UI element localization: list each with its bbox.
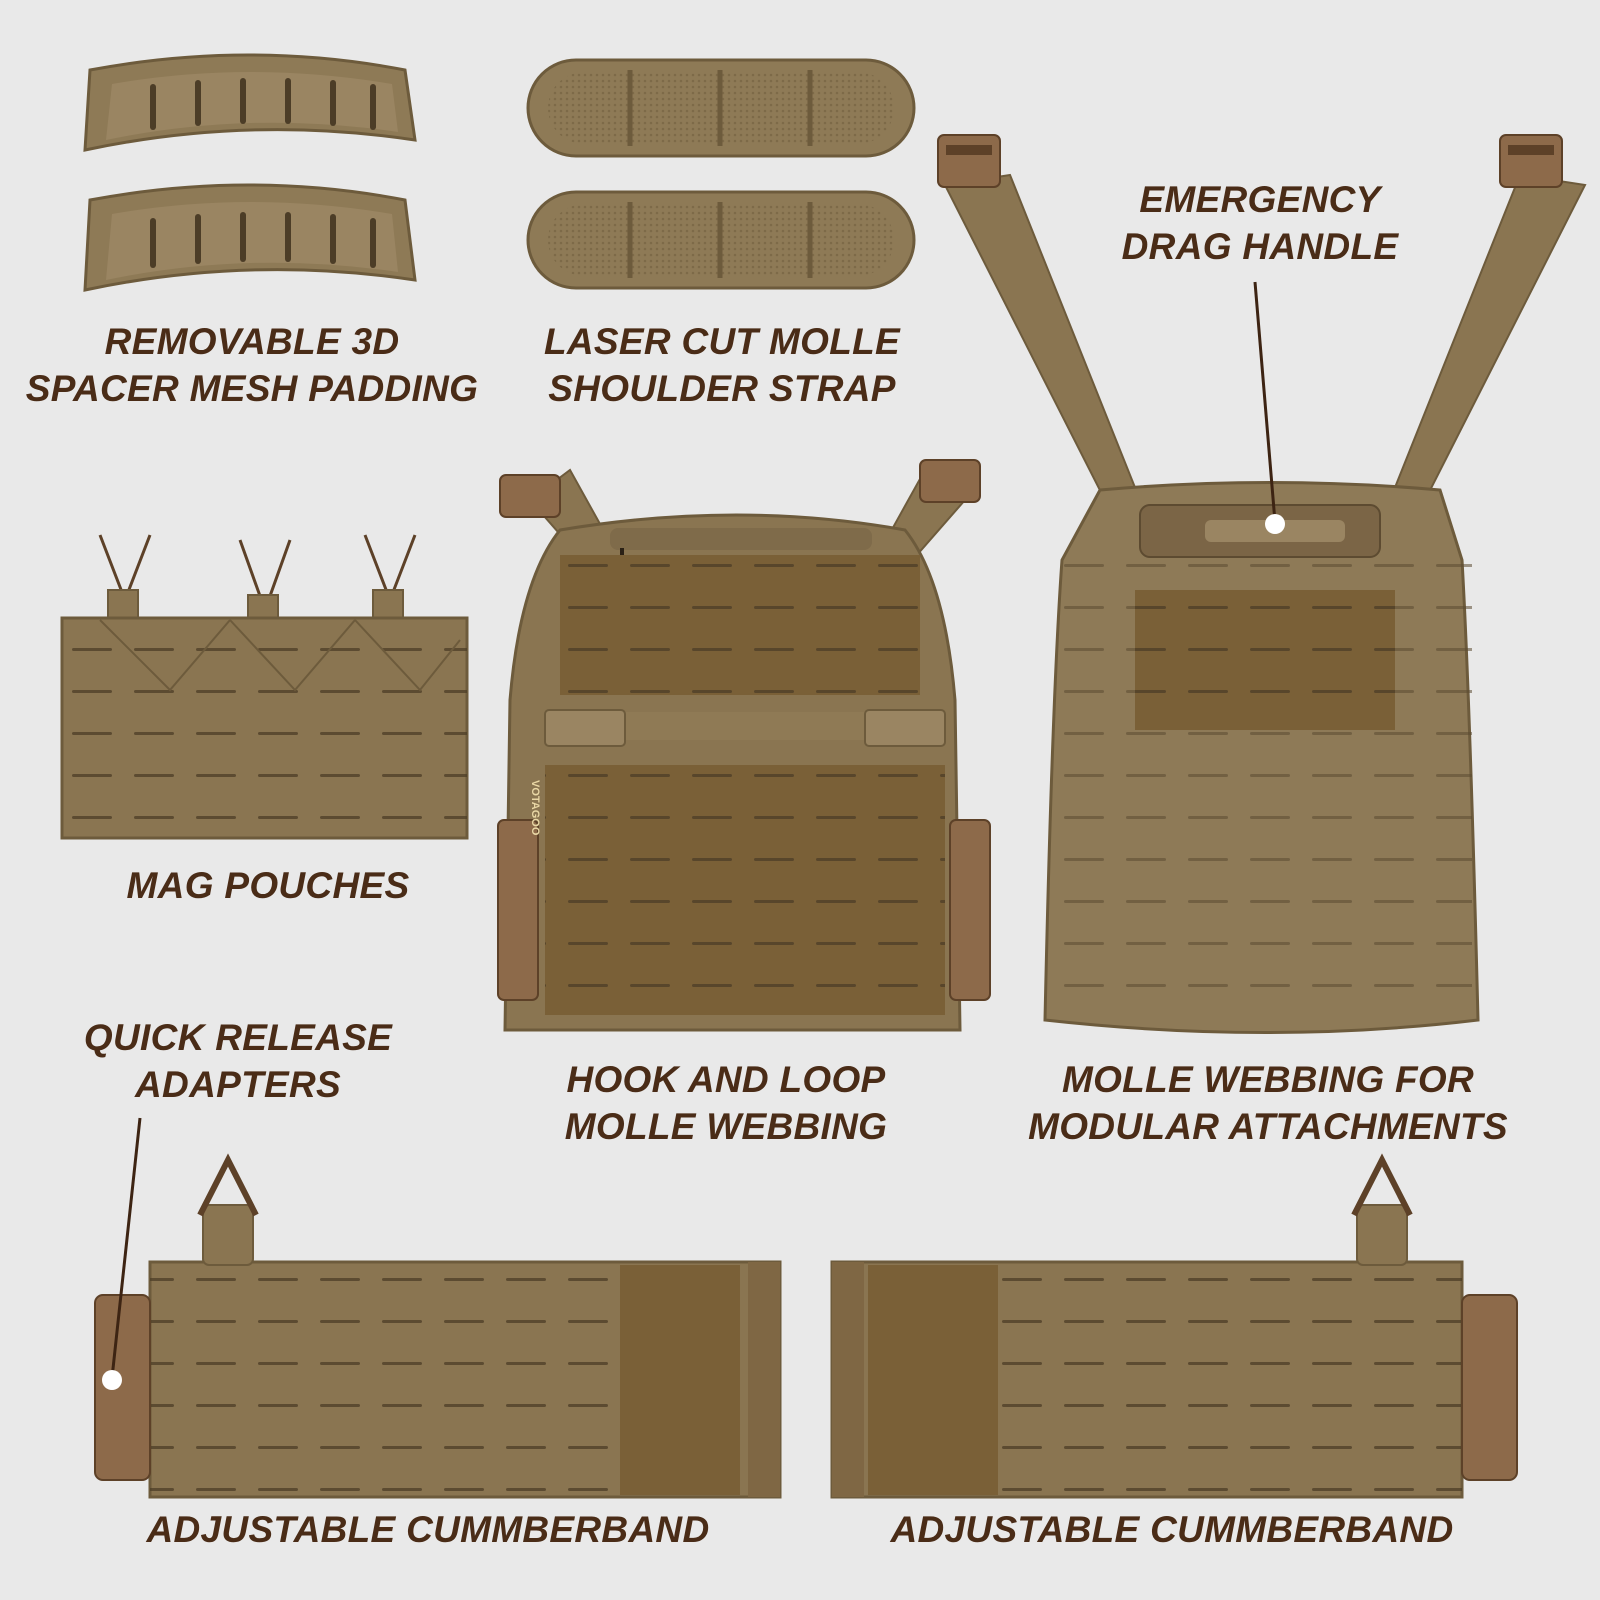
label-cummerband-left: ADJUSTABLE CUMMBERBAND [146, 1509, 710, 1550]
padding-piece [83, 183, 417, 292]
spacer-mesh-padding-pieces [83, 53, 417, 292]
cummerband-right [830, 1153, 1518, 1499]
front-zipper [610, 528, 872, 550]
front-hook-loop-lower [545, 765, 945, 1015]
front-side-adapter-right [949, 819, 991, 1001]
label-hook-loop: HOOK AND LOOP MOLLE WEBBING [564, 1059, 888, 1147]
brand-mark: VOTAGOO [529, 780, 541, 836]
mag-pouches [60, 534, 469, 840]
shoulder-pad [526, 58, 916, 158]
hook-loop-patch [1135, 590, 1395, 730]
label-drag-handle: EMERGENCY DRAG HANDLE [1121, 179, 1399, 267]
label-molle-webbing: MOLLE WEBBING FOR MODULAR ATTACHMENTS [1028, 1059, 1508, 1147]
front-buckle-right [919, 459, 981, 503]
callout-drag-handle [1253, 281, 1285, 534]
label-mag-pouches: MAG POUCHES [126, 865, 410, 906]
quick-release-adapter-left [94, 1294, 151, 1481]
strap-buckle-right [1499, 134, 1563, 188]
front-side-adapter-left [497, 819, 539, 1001]
back-panel [937, 134, 1587, 1034]
cummerband-left [94, 1153, 782, 1499]
front-hook-loop-upper [560, 555, 920, 695]
shoulder-pad [526, 190, 916, 290]
label-shoulder-strap: LASER CUT MOLLE SHOULDER STRAP [544, 321, 900, 409]
shoulder-strap-pads [526, 58, 916, 290]
front-panel: VOTAGOO [497, 459, 991, 1032]
drag-handle [1139, 504, 1381, 558]
front-buckle-left [499, 474, 561, 518]
callout-quick-release [102, 1117, 142, 1390]
label-quick-release: QUICK RELEASE ADAPTERS [83, 1017, 393, 1105]
label-spacer-mesh-padding: REMOVABLE 3D SPACER MESH PADDING [25, 321, 479, 409]
quick-release-adapter-right [1461, 1294, 1518, 1481]
label-cummerband-right: ADJUSTABLE CUMMBERBAND [890, 1509, 1454, 1550]
strap-buckle-left [937, 134, 1001, 188]
padding-piece [83, 53, 417, 152]
